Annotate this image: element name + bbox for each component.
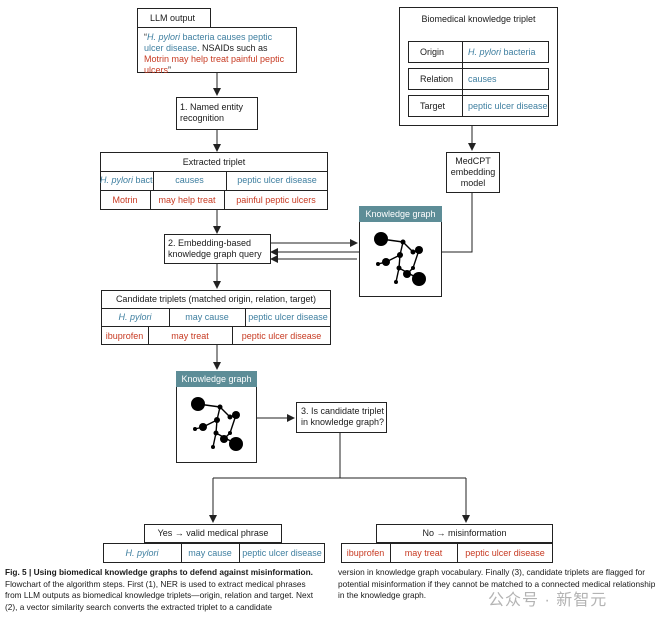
step2-box: [164, 234, 271, 264]
llm-output-box: [137, 27, 297, 73]
step3-box: [296, 402, 387, 433]
no-title: No → misinformation: [422, 528, 507, 538]
bkt-row-relation: [408, 68, 549, 90]
quote-origin-italic: H. pylori: [147, 32, 181, 42]
candidates-row1-origin: H. pylori: [118, 312, 152, 322]
watermark: 公众号 · 新智元: [488, 592, 608, 609]
bkt-origin-label: Origin: [420, 47, 445, 57]
extracted-row2-relation: may help treat: [158, 195, 216, 205]
candidates-row2-origin: ibuprofen: [105, 331, 144, 341]
no-relation: may treat: [404, 548, 443, 558]
llm-output-title: LLM output: [150, 13, 196, 23]
yes-target: peptic ulcer disease: [242, 548, 322, 558]
candidates-row2-target: peptic ulcer disease: [241, 331, 322, 341]
figure-caption-col1: Fig. 5 | Using biomedical knowledge grap…: [5, 567, 323, 613]
candidates-row2-relation: may treat: [171, 331, 209, 341]
yes-title-box: [144, 524, 282, 543]
no-target: peptic ulcer disease: [465, 548, 545, 558]
extracted-title: Extracted triplet: [182, 157, 246, 167]
bkt-origin-value: H. pylori bacteria: [468, 47, 536, 57]
step1-label: 1. Named entity recognition: [180, 102, 244, 123]
extracted-row1-relation: causes: [175, 175, 204, 185]
extracted-row2-target: painful peptic ulcers: [236, 195, 316, 205]
extracted-row2-origin: Motrin: [112, 195, 138, 205]
no-title-box: [376, 524, 553, 543]
extracted-row1-target: peptic ulcer disease: [237, 175, 317, 185]
knowledge-graph-network-icon-2: [191, 397, 243, 451]
figure-label: Fig. 5 | Using biomedical knowledge grap…: [5, 567, 313, 577]
bkt-row-target: [408, 95, 549, 117]
candidates-row1-relation: may cause: [185, 312, 229, 322]
yes-title: Yes → valid medical phrase: [157, 528, 269, 538]
candidates-row1-target: peptic ulcer disease: [248, 312, 328, 322]
quote-mid: . NSAIDs such as: [197, 43, 268, 53]
knowledge-graph-network-icon: [374, 232, 426, 286]
medcpt-box: [446, 152, 500, 193]
medcpt-label: MedCPT embedding model: [450, 156, 496, 188]
bkt-row-origin: [408, 41, 549, 63]
step3-label: 3. Is candidate triplet in knowledge gra…: [301, 406, 385, 427]
step2-label: 2. Embedding-based knowledge graph query: [168, 238, 262, 259]
bkt-relation-value: causes: [468, 74, 497, 84]
no-triplet-row: [341, 543, 553, 563]
bkt-relation-label: Relation: [420, 74, 454, 84]
figure-caption-col2: version in knowledge graph vocabulary. F…: [338, 567, 656, 601]
llm-output-quote: “H. pylori bacteria causes peptic ulcer …: [144, 32, 294, 76]
quote-false-phrase: Motrin may help treat painful peptic ulc…: [144, 54, 285, 75]
step1-box: [176, 97, 258, 130]
candidates-title: Candidate triplets (matched origin, rela…: [115, 294, 317, 304]
yes-origin: H. pylori: [125, 548, 159, 558]
quote-close: ”: [168, 65, 172, 75]
arrow-medcpt-to-query: [270, 193, 473, 256]
knowledge-graph-header-2: Knowledge graph: [176, 371, 257, 387]
bkt-target-value: peptic ulcer disease: [468, 101, 548, 111]
quote-true-phrase: bacteria causes peptic ulcer disease: [144, 32, 273, 53]
extracted-row1-origin: H. pylori bacteria: [100, 175, 153, 185]
bkt-target-label: Target: [420, 101, 446, 111]
caption-text-1: Flowchart of the algorithm steps. First …: [5, 578, 314, 612]
yes-relation: may cause: [188, 548, 232, 558]
no-origin: ibuprofen: [346, 548, 385, 558]
knowledge-graph-header: Knowledge graph: [359, 206, 442, 222]
yes-triplet-row: [103, 543, 325, 563]
bkt-title: Biomedical knowledge triplet: [421, 14, 536, 24]
extracted-triplet-box: [100, 152, 328, 210]
candidate-triplets-box: [101, 290, 331, 345]
quote-open: “: [144, 32, 147, 42]
